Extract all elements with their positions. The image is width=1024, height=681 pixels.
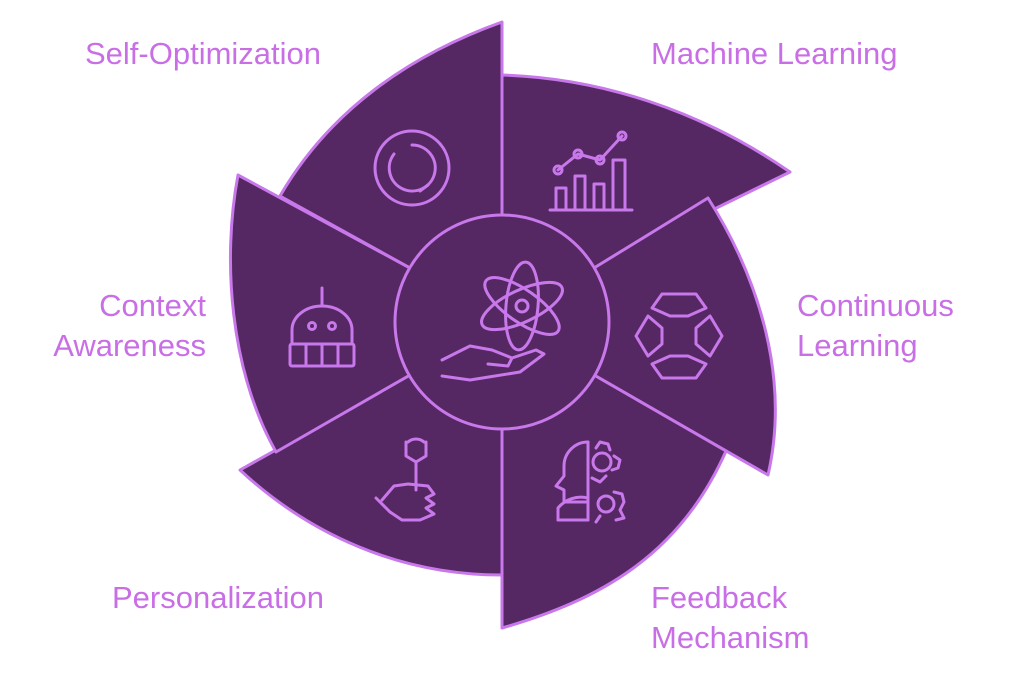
label-personalization: Personalization [112, 578, 324, 618]
label-line: Feedback [651, 580, 788, 615]
label-line: Awareness [53, 328, 206, 363]
segment-self-optimization[interactable] [278, 20, 504, 270]
label-machine-learning: Machine Learning [651, 34, 897, 74]
refresh-circle-icon [373, 129, 451, 207]
label-line: Machine Learning [651, 36, 898, 71]
center-circle[interactable] [393, 213, 611, 431]
label-self-optimization: Self-Optimization [85, 34, 321, 74]
robot-icon [288, 286, 356, 368]
segment-continuous-learning[interactable] [592, 196, 777, 477]
segment-machine-learning[interactable] [500, 73, 792, 270]
label-context-awareness: Context Awareness [36, 286, 206, 366]
label-continuous-learning: Continuous Learning [797, 286, 954, 366]
chart-trend-icon [548, 130, 634, 212]
atom-in-hand-icon [440, 260, 564, 382]
segment-personalization[interactable] [238, 373, 504, 577]
hexagon-cycle-icon [634, 292, 724, 380]
label-line: Context [99, 288, 206, 323]
label-line: Self-Optimization [85, 36, 322, 71]
label-line: Learning [797, 328, 918, 363]
segment-context-awareness[interactable] [229, 173, 412, 454]
head-gears-icon [554, 440, 626, 524]
label-line: Continuous [797, 288, 954, 323]
hand-wrench-icon [374, 437, 436, 522]
label-feedback-mechanism: Feedback Mechanism [651, 578, 810, 658]
label-line: Personalization [112, 580, 324, 615]
label-line: Mechanism [651, 620, 810, 655]
